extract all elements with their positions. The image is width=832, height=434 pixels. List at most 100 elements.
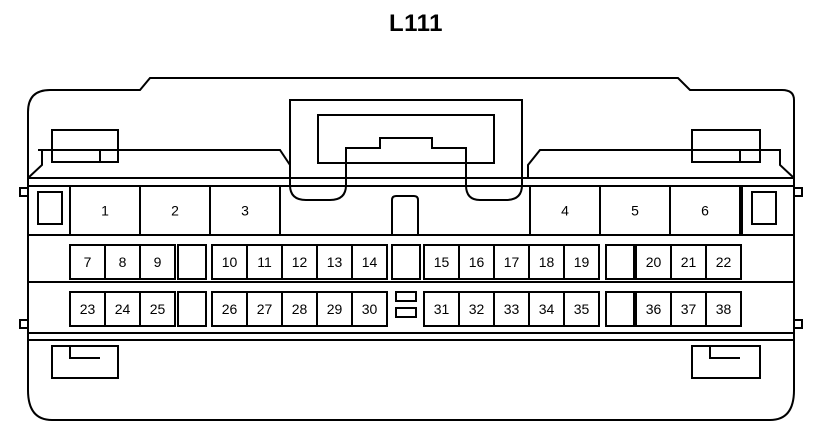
center-terminal-lower [395, 307, 417, 318]
pin-10: 10 [211, 244, 248, 280]
pin-5: 5 [599, 185, 671, 236]
pin-38: 38 [705, 291, 742, 327]
pin-18: 18 [528, 244, 565, 280]
pin-37: 37 [670, 291, 707, 327]
pin-label: 19 [574, 254, 590, 270]
pin-cell [246, 244, 283, 280]
side-key-left [37, 191, 63, 225]
pin-label: 2 [171, 203, 179, 219]
center-terminal-upper [395, 291, 417, 302]
pin-14: 14 [351, 244, 388, 280]
pin-label: 18 [539, 254, 555, 270]
blank-cell-mid-left [177, 244, 207, 280]
side-nub-left-top [19, 187, 29, 197]
pin-label: 8 [119, 254, 127, 270]
pin-label: 11 [257, 254, 272, 270]
pin-cell [563, 291, 600, 327]
pin-cell [669, 185, 741, 236]
pin-35: 35 [563, 291, 600, 327]
side-nub-left-bottom [19, 319, 29, 329]
pin-label: 34 [539, 301, 555, 317]
pin-31: 31 [423, 291, 460, 327]
pin-cell [209, 185, 281, 236]
blank-cell-bottom-right [605, 291, 635, 327]
pin-cell [281, 291, 318, 327]
housing-outline [27, 77, 795, 421]
pin-label: 15 [434, 254, 450, 270]
pin-26: 26 [211, 291, 248, 327]
pin-label: 3 [241, 203, 249, 219]
pin-cell [351, 244, 388, 280]
lock-tab-inner [317, 114, 495, 164]
pin-17: 17 [493, 244, 530, 280]
pin-19: 19 [563, 244, 600, 280]
pin-7: 7 [69, 244, 106, 280]
pin-8: 8 [104, 244, 141, 280]
pin-label: 27 [257, 301, 273, 317]
pin-label: 31 [434, 301, 450, 317]
pin-label: 26 [222, 301, 238, 317]
pin-label: 5 [631, 203, 639, 219]
pin-34: 34 [528, 291, 565, 327]
pin-30: 30 [351, 291, 388, 327]
pin-label: 22 [716, 254, 732, 270]
pin-cell [670, 244, 707, 280]
pin-cell [670, 291, 707, 327]
pin-label: 4 [561, 203, 569, 219]
pin-9: 9 [139, 244, 176, 280]
pin-cell [635, 291, 672, 327]
pin-label: 23 [80, 301, 96, 317]
pin-12: 12 [281, 244, 318, 280]
pin-label: 20 [646, 254, 662, 270]
pin-cell [705, 244, 742, 280]
pin-label: 9 [154, 254, 162, 270]
pin-label: 10 [222, 254, 238, 270]
pin-23: 23 [69, 291, 106, 327]
pin-label: 21 [681, 254, 697, 270]
pin-32: 32 [458, 291, 495, 327]
pin-cell [246, 291, 283, 327]
pin-label: 6 [701, 203, 709, 219]
pin-cell [316, 244, 353, 280]
key-slot [391, 195, 419, 235]
pin-16: 16 [458, 244, 495, 280]
pin-label: 32 [469, 301, 485, 317]
pin-cell [104, 291, 141, 327]
pin-label: 25 [150, 301, 166, 317]
pin-label: 28 [292, 301, 308, 317]
blank-cell-mid-right [605, 244, 635, 280]
pin-cell [599, 185, 671, 236]
pin-label: 7 [84, 254, 92, 270]
side-nub-right-bottom [793, 319, 803, 329]
pin-20: 20 [635, 244, 672, 280]
latch-bottom-left [51, 345, 119, 379]
connector-title: L111 [388, 10, 444, 37]
pin-cell [69, 291, 106, 327]
pin-label: 13 [327, 254, 343, 270]
pin-15: 15 [423, 244, 460, 280]
pin-cell [104, 244, 141, 280]
pin-label: 33 [504, 301, 520, 317]
pin-1: 1 [69, 185, 141, 236]
blank-cell-bottom-left [177, 291, 207, 327]
pin-label: 37 [681, 301, 697, 317]
pin-cell [139, 244, 176, 280]
pin-21: 21 [670, 244, 707, 280]
pin-label: 16 [469, 254, 485, 270]
pin-25: 25 [139, 291, 176, 327]
pin-4: 4 [529, 185, 601, 236]
latch-top-right [678, 129, 774, 163]
latch-top-left [38, 129, 132, 163]
pin-13: 13 [316, 244, 353, 280]
pin-cell [139, 291, 176, 327]
pin-label: 35 [574, 301, 590, 317]
pin-cell [316, 291, 353, 327]
pin-cell [281, 244, 318, 280]
pin-11: 11 [246, 244, 283, 280]
pin-27: 27 [246, 291, 283, 327]
side-nub-right-top [793, 187, 803, 197]
latch-bottom-right [691, 345, 761, 379]
pin-36: 36 [635, 291, 672, 327]
